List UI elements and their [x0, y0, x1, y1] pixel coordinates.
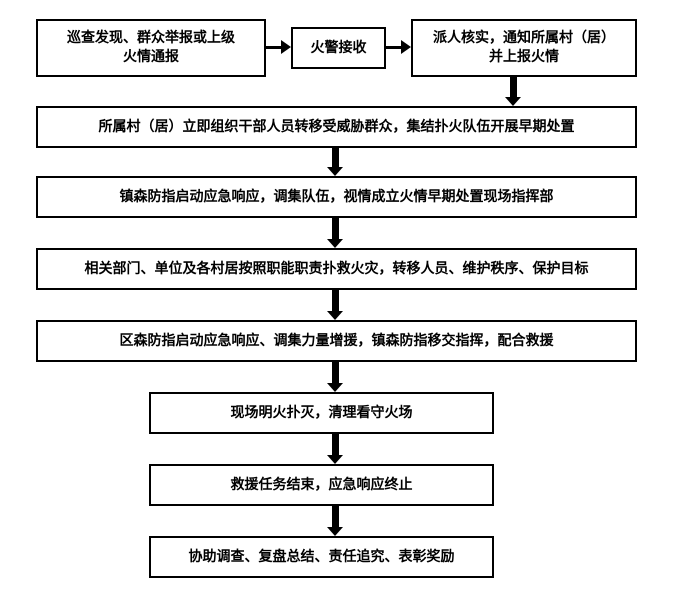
node-village-initial-label: 所属村（居）立即组织干部人员转移受威胁群众，集结扑火队伍开展早期处置 — [98, 118, 575, 135]
arrow-shaft-4 — [332, 148, 339, 168]
node-patrol-report-line2: 火情通报 — [123, 49, 179, 65]
arrow-head-1 — [281, 40, 291, 54]
arrow-head-5 — [327, 239, 343, 248]
arrow-head-8 — [327, 455, 343, 464]
node-district-response: 区森防指启动应急响应、调集力量增援，镇森防指移交指挥，配合救援 — [36, 320, 637, 362]
arrow-head-3 — [505, 97, 521, 106]
node-rescue-end-label: 救援任务结束，应急响应终止 — [230, 476, 413, 493]
node-town-response: 镇森防指启动应急响应，调集队伍，视情成立火情早期处置现场指挥部 — [36, 176, 637, 218]
node-patrol-report-line1: 巡查发现、群众举报或上级 — [67, 30, 235, 46]
arrow-shaft-9 — [332, 506, 339, 528]
arrow-shaft-1 — [266, 46, 282, 49]
arrow-head-9 — [327, 527, 343, 536]
arrow-shaft-6 — [332, 290, 339, 312]
node-departments-act-label: 相关部门、单位及各村居按照职能职责扑救火灾，转移人员、维护秩序、保护目标 — [84, 260, 589, 277]
arrow-shaft-8 — [332, 434, 339, 456]
node-fire-alarm-receive: 火警接收 — [291, 27, 386, 69]
node-aftermath-label: 协助调查、复盘总结、责任追究、表彰奖励 — [188, 548, 455, 565]
node-rescue-end: 救援任务结束，应急响应终止 — [149, 464, 494, 506]
arrow-head-7 — [327, 383, 343, 392]
node-district-response-label: 区森防指启动应急响应、调集力量增援，镇森防指移交指挥，配合救援 — [119, 332, 554, 349]
node-fire-alarm-receive-label: 火警接收 — [310, 39, 367, 56]
node-aftermath: 协助调查、复盘总结、责任追究、表彰奖励 — [149, 536, 494, 578]
arrow-head-6 — [327, 311, 343, 320]
arrow-head-4 — [327, 167, 343, 176]
node-verify-notify-line2: 并上报火情 — [489, 49, 559, 65]
arrow-head-2 — [401, 40, 411, 54]
arrow-shaft-5 — [332, 218, 339, 240]
node-extinguish-label: 现场明火扑灭，清理看守火场 — [230, 404, 413, 421]
arrow-shaft-3 — [510, 77, 517, 98]
node-patrol-report: 巡查发现、群众举报或上级 火情通报 — [36, 19, 266, 77]
node-departments-act: 相关部门、单位及各村居按照职能职责扑救火灾，转移人员、维护秩序、保护目标 — [36, 248, 637, 290]
node-verify-notify-line1: 派人核实，通知所属村（居） — [433, 30, 615, 46]
arrow-shaft-7 — [332, 362, 339, 384]
arrow-shaft-2 — [386, 46, 402, 49]
node-village-initial: 所属村（居）立即组织干部人员转移受威胁群众，集结扑火队伍开展早期处置 — [36, 106, 637, 148]
node-extinguish: 现场明火扑灭，清理看守火场 — [149, 392, 494, 434]
node-town-response-label: 镇森防指启动应急响应，调集队伍，视情成立火情早期处置现场指挥部 — [119, 188, 554, 205]
node-verify-notify: 派人核实，通知所属村（居） 并上报火情 — [411, 19, 637, 77]
